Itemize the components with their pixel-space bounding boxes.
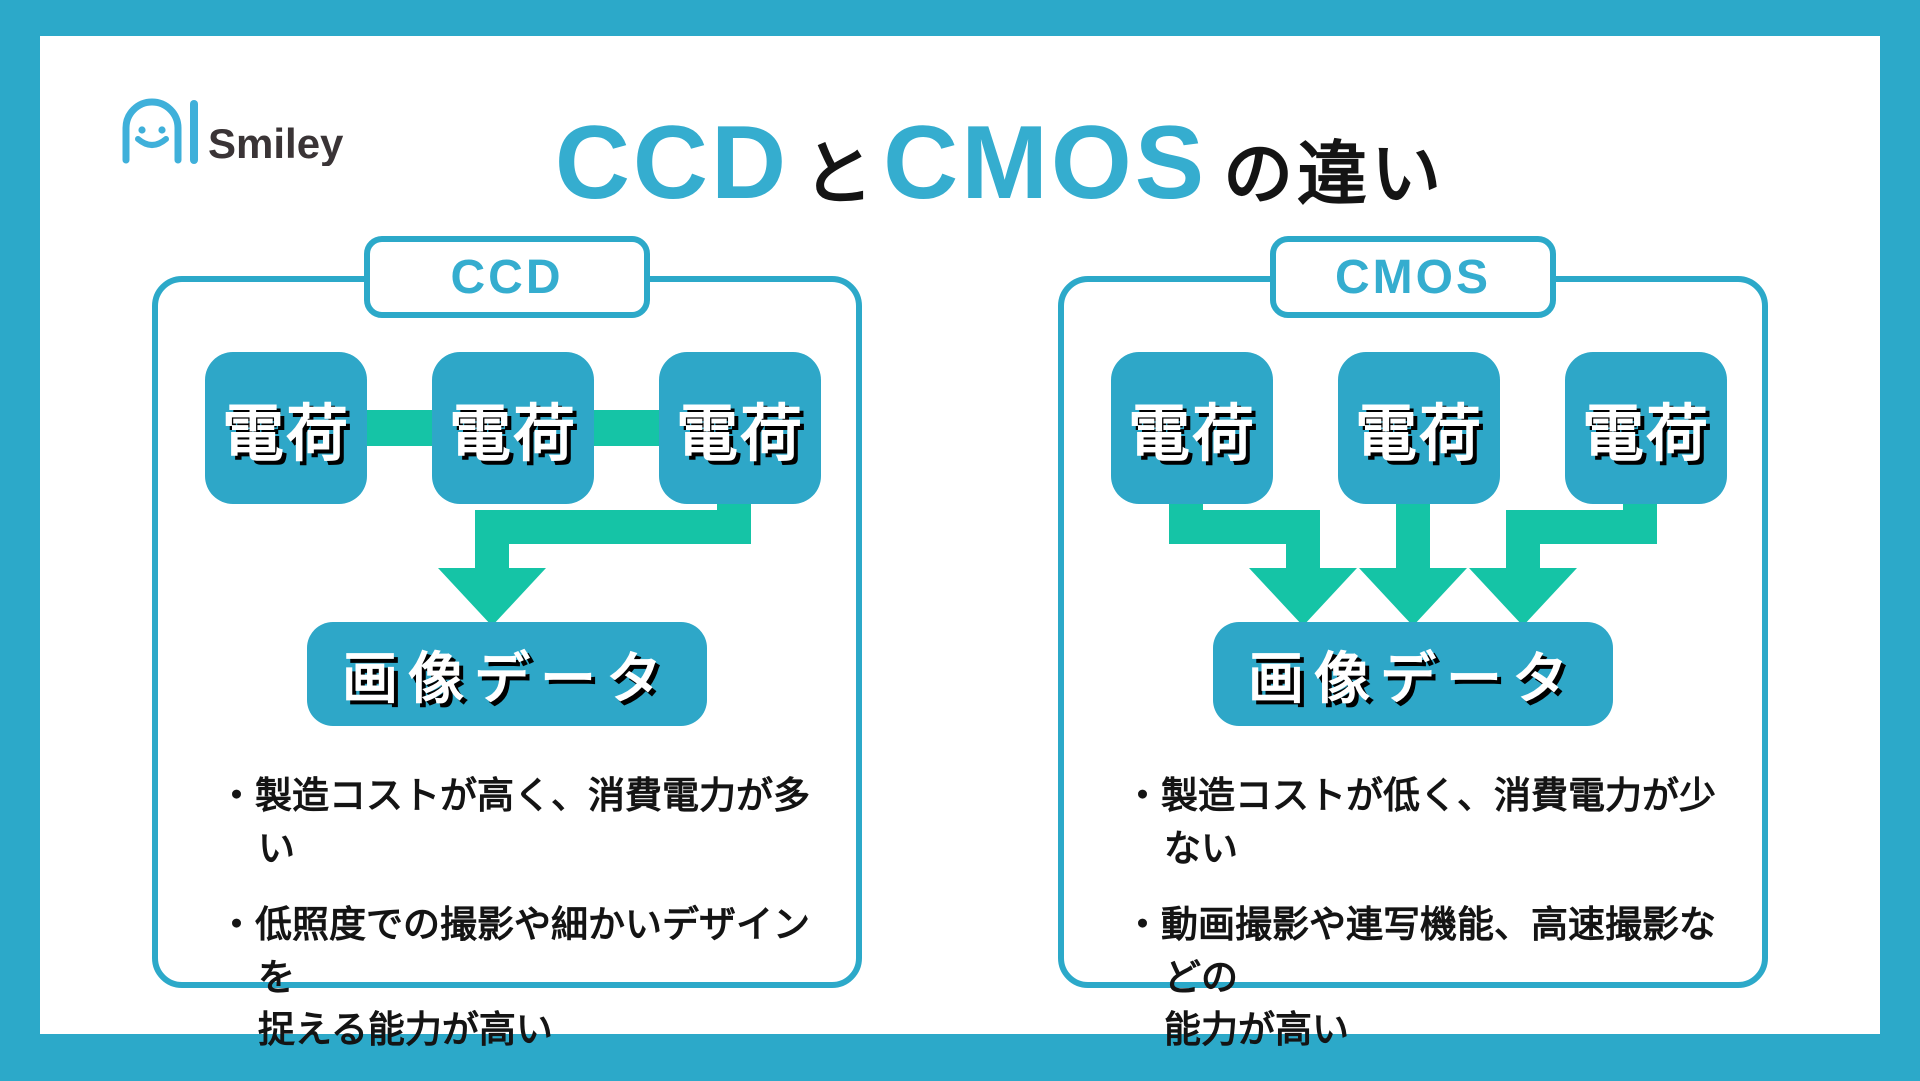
ai-smiley-face-icon: Smiley <box>122 98 344 166</box>
cmos-charge-box-2: 電荷 <box>1338 352 1500 504</box>
cmos-left-connector <box>1169 498 1320 574</box>
cmos-output-box: 画像データ <box>1213 622 1613 726</box>
cmos-flow-arrows <box>1169 498 1657 626</box>
cmos-charge-box-1: 電荷 <box>1111 352 1273 504</box>
title-connector: と <box>803 135 874 213</box>
ccd-bullet-list: ・製造コストが高く、消費電力が多い ・低照度での撮影や細かいデザインを 捉える能… <box>218 770 828 1081</box>
ccd-output-box: 画像データ <box>307 622 707 726</box>
title-term-ccd: CCD <box>554 105 790 221</box>
ccd-arrowhead-icon <box>438 568 546 626</box>
cmos-right-arrowhead-icon <box>1469 568 1577 626</box>
cmos-bullet-2: ・動画撮影や連写機能、高速撮影などの 能力が高い <box>1124 904 1716 1051</box>
panel-cmos-label: CMOS <box>1270 236 1556 318</box>
cmos-right-connector <box>1506 498 1657 574</box>
title-term-cmos: CMOS <box>883 105 1208 221</box>
cmos-bullet-1: ・製造コストが低く、消費電力が少ない <box>1124 775 1716 869</box>
ccd-bullet-2: ・低照度での撮影や細かいデザインを 捉える能力が高い <box>218 904 810 1051</box>
cmos-bullet-list: ・製造コストが低く、消費電力が少ない ・動画撮影や連写機能、高速撮影などの 能力… <box>1124 770 1734 1081</box>
logo-text: Smiley <box>208 120 344 166</box>
title-suffix: の違い <box>1223 135 1446 213</box>
brand-logo: Smiley <box>118 96 368 166</box>
ccd-charge-box-1: 電荷 <box>205 352 367 504</box>
panel-ccd-label: CCD <box>364 236 650 318</box>
ccd-elbow-connector <box>475 498 751 574</box>
panel-cmos: CMOS 電荷 電荷 電荷 画像データ ・製造コストが低く、消費電力が少ない ・… <box>1058 236 1768 1050</box>
ccd-bullet-1: ・製造コストが高く、消費電力が多い <box>218 775 810 869</box>
cmos-left-arrowhead-icon <box>1249 568 1357 626</box>
ccd-charge-box-2: 電荷 <box>432 352 594 504</box>
cmos-middle-arrowhead-icon <box>1359 568 1467 626</box>
ccd-charge-box-3: 電荷 <box>659 352 821 504</box>
cmos-charge-box-3: 電荷 <box>1565 352 1727 504</box>
panel-ccd: CCD 電荷 電荷 電荷 画像データ ・製造コストが高く、消費電力が多い ・低照… <box>152 236 862 1050</box>
